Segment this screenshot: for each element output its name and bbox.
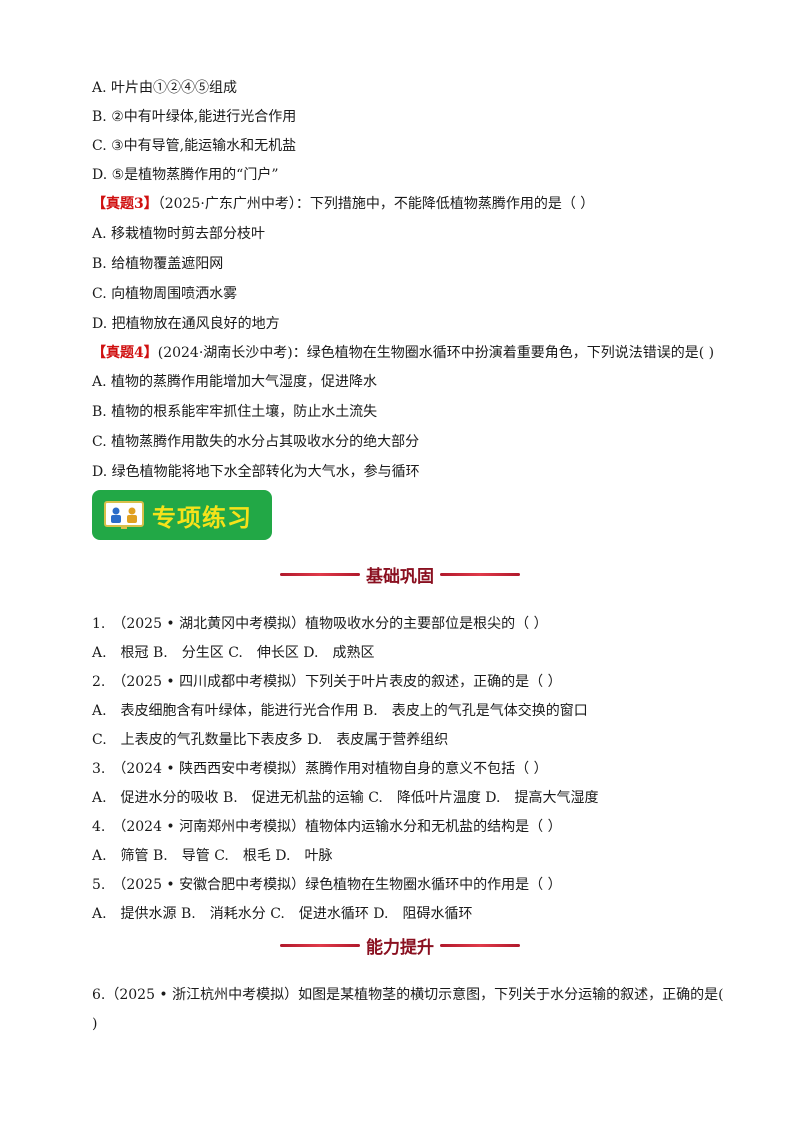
practice-options-2: A. 表皮细胞含有叶绿体，能进行光合作用 B. 表皮上的气孔是气体交换的窗口 (92, 703, 588, 719)
option-c: C. 向植物周围喷洒水雾 (92, 286, 238, 302)
option-a: A. 移栽植物时剪去部分枝叶 (92, 226, 266, 242)
section-divider (280, 943, 360, 947)
section-header-advanced: 能力提升 (280, 932, 520, 958)
section-divider (280, 572, 360, 576)
option-c: C. ③中有导管,能运输水和无机盐 (92, 138, 297, 154)
option-b: B. 植物的根系能牢牢抓住土壤，防止水土流失 (92, 404, 378, 420)
question-tag: 【真题4】 (92, 345, 158, 361)
practice-options-3: A. 促进水分的吸收 B. 促进无机盐的运输 C. 降低叶片温度 D. 提高大气… (92, 790, 599, 806)
section-header-basic: 基础巩固 (280, 561, 520, 587)
practice-question-3: 3. （2024 • 陕西西安中考模拟）蒸腾作用对植物自身的意义不包括（ ） (92, 761, 548, 777)
practice-banner: 专项练习 (92, 490, 272, 540)
practice-options-1: A. 根冠 B. 分生区 C. 伸长区 D. 成熟区 (92, 645, 375, 661)
question-text: (2024·湖南长沙中考)：绿色植物在生物圈水循环中扮演着重要角色，下列说法错误… (157, 345, 715, 361)
practice-question-2: 2. （2025 • 四川成都中考模拟）下列关于叶片表皮的叙述，正确的是（ ） (92, 674, 562, 690)
practice-question-1: 1. （2025 • 湖北黄冈中考模拟）植物吸收水分的主要部位是根尖的（ ） (92, 616, 548, 632)
option-d: D. ⑤是植物蒸腾作用的“门户” (92, 167, 279, 183)
question-3-stem: 【真题3】（2025·广东广州中考）：下列措施中，不能降低植物蒸腾作用的是（ ） (92, 194, 594, 214)
people-board-icon (104, 500, 144, 530)
option-d: D. 绿色植物能将地下水全部转化为大气水，参与循环 (92, 464, 420, 480)
section-divider (440, 943, 520, 947)
section-title: 基础巩固 (366, 566, 434, 587)
practice-options-4: A. 筛管 B. 导管 C. 根毛 D. 叶脉 (92, 848, 333, 864)
banner-title: 专项练习 (152, 503, 252, 532)
section-title: 能力提升 (366, 937, 434, 958)
option-b: B. 给植物覆盖遮阳网 (92, 256, 224, 272)
practice-question-5: 5. （2025 • 安徽合肥中考模拟）绿色植物在生物圈水循环中的作用是（ ） (92, 877, 562, 893)
question-tag: 【真题3】 (92, 196, 158, 212)
option-b: B. ②中有叶绿体,能进行光合作用 (92, 109, 297, 125)
option-a: A. 植物的蒸腾作用能增加大气湿度，促进降水 (92, 374, 378, 390)
practice-question-4: 4. （2024 • 河南郑州中考模拟）植物体内运输水分和无机盐的结构是（ ） (92, 819, 562, 835)
practice-question-6: 6.（2025 • 浙江杭州中考模拟）如图是某植物茎的横切示意图，下列关于水分运… (92, 987, 724, 1003)
question-4-stem: 【真题4】(2024·湖南长沙中考)：绿色植物在生物圈水循环中扮演着重要角色，下… (92, 343, 714, 363)
option-c: C. 植物蒸腾作用散失的水分占其吸收水分的绝大部分 (92, 434, 420, 450)
option-a: A. 叶片由①②④⑤组成 (92, 80, 238, 96)
practice-options-2b: C. 上表皮的气孔数量比下表皮多 D. 表皮属于营养组织 (92, 732, 449, 748)
practice-question-6-end: ) (92, 1016, 98, 1032)
practice-options-5: A. 提供水源 B. 消耗水分 C. 促进水循环 D. 阻碍水循环 (92, 906, 473, 922)
option-d: D. 把植物放在通风良好的地方 (92, 316, 280, 332)
question-text: （2025·广东广州中考）：下列措施中，不能降低植物蒸腾作用的是（ ） (157, 196, 595, 212)
section-divider (440, 572, 520, 576)
